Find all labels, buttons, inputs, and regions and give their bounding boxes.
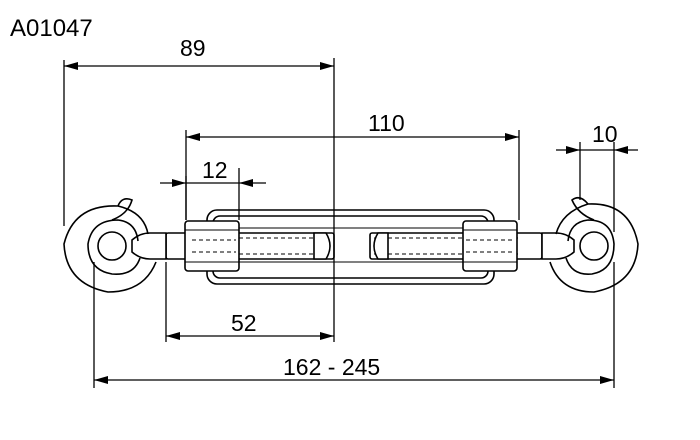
- right-eye-rod: [369, 196, 639, 293]
- left-eye-rod: [63, 198, 335, 293]
- dimension-52: 52: [165, 262, 334, 342]
- dimension-10: 10: [556, 121, 638, 232]
- product-code: A01047: [10, 15, 93, 42]
- dimension-12-label: 12: [202, 157, 228, 183]
- dimension-12: 12: [160, 157, 266, 220]
- dimension-52-label: 52: [231, 310, 257, 336]
- dimension-overall-label: 162 - 245: [283, 354, 380, 380]
- dimension-110-label: 110: [368, 110, 405, 136]
- dimension-89: 89: [63, 35, 335, 342]
- dimension-89-label: 89: [180, 35, 206, 61]
- dimension-110: 110: [185, 110, 520, 220]
- dimension-10-label: 10: [592, 121, 618, 147]
- dimension-overall: 162 - 245: [93, 262, 615, 388]
